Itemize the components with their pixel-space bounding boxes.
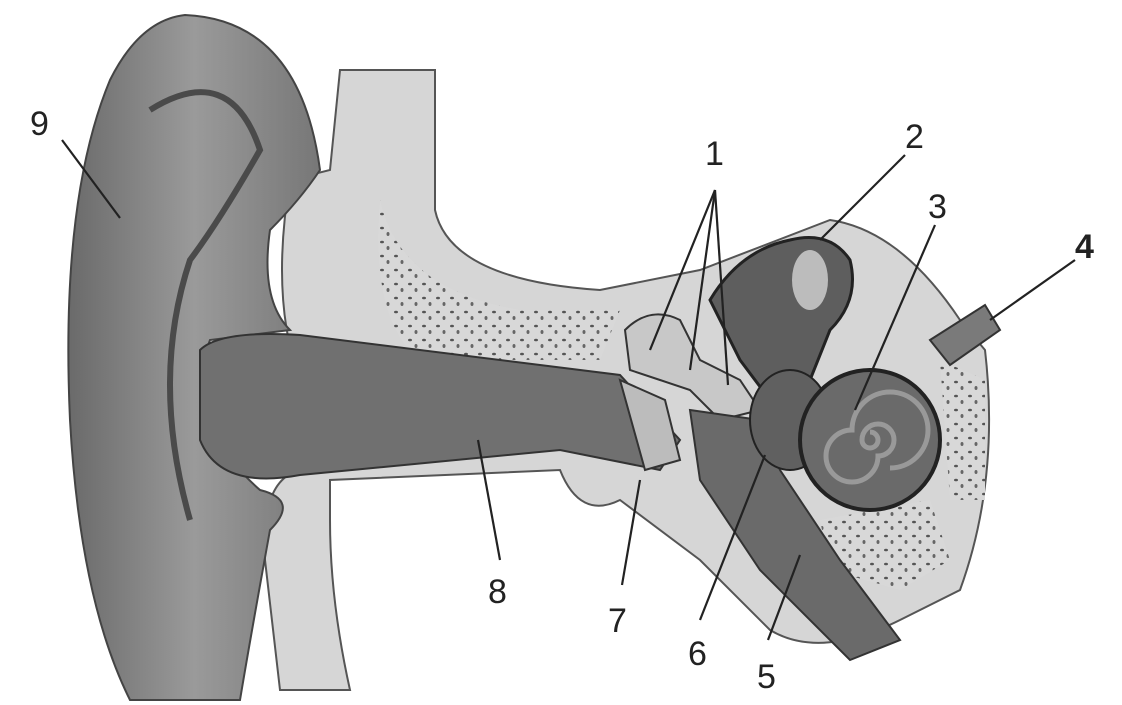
auditory-nerve [928,303,1002,367]
label-5: 5 [757,658,776,696]
label-4: 4 [1075,228,1094,266]
cochlea-spiral [823,389,931,485]
label-9: 9 [30,105,49,143]
label-6: 6 [688,635,707,673]
pinna [67,13,322,701]
cochlea [798,368,942,512]
antihelix [148,89,264,521]
ear-canal [199,333,682,480]
eardrum [618,378,682,472]
label-2: 2 [905,118,924,156]
ossicles [623,313,762,422]
spongy-bone-lower [820,500,950,590]
leader-lines [61,139,1076,641]
spongy-bone-right [940,360,985,500]
canal-hole [792,250,828,310]
label-8: 8 [488,573,507,611]
spongy-bone [378,200,620,360]
label-7: 7 [608,602,627,640]
label-3: 3 [928,188,947,226]
label-1: 1 [705,135,724,173]
